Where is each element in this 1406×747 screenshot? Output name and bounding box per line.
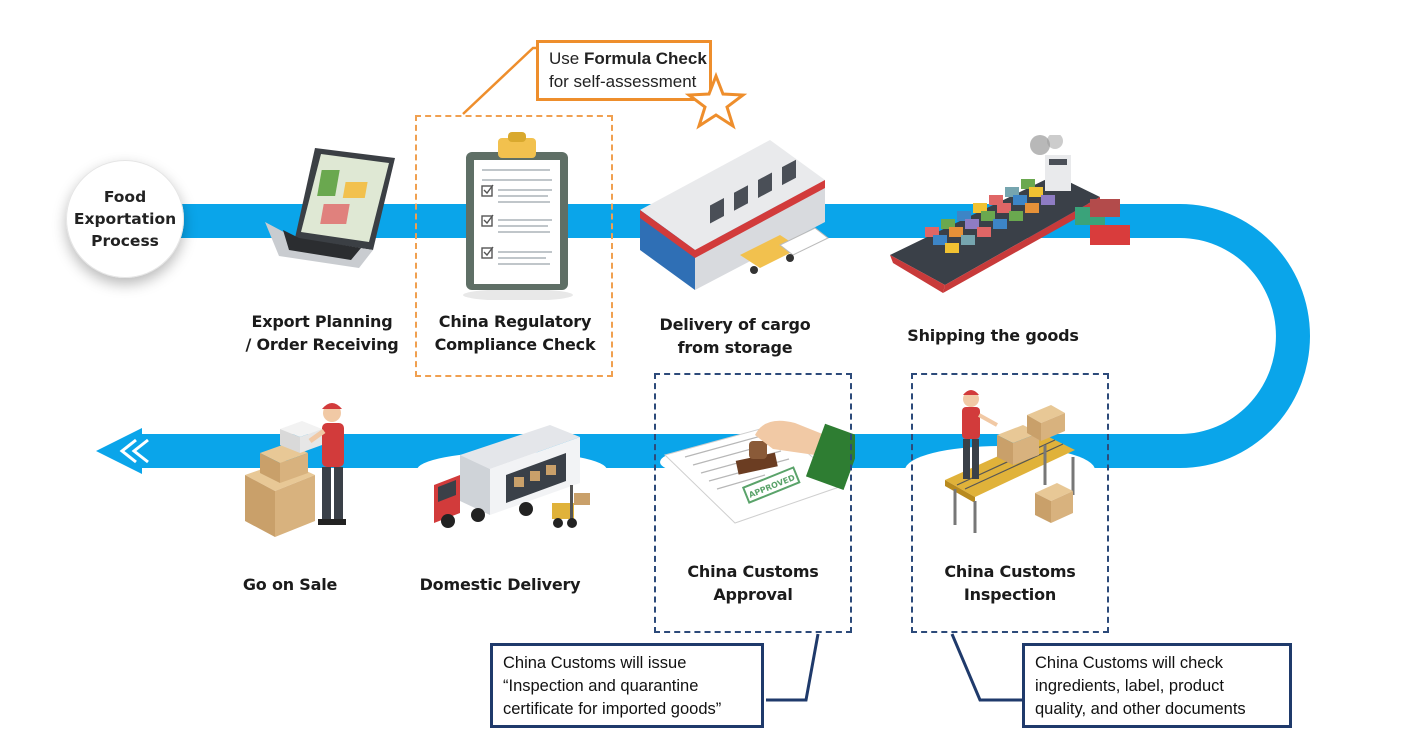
delivery-cargo-line-2: from storage [677, 338, 793, 357]
regulatory-check-line-1: China Regulatory [438, 312, 592, 331]
delivery-cargo-line-1: Delivery of cargo [659, 315, 811, 334]
regulatory-check-line-2: Compliance Check [434, 335, 596, 354]
formula-prefix: Use [549, 49, 584, 68]
start-line-1: Food [103, 188, 147, 206]
inspection-note-line-1: China Customs will check [1035, 654, 1223, 672]
conveyor-inspection-icon [945, 390, 1075, 533]
approval-line-1: China Customs [687, 562, 819, 581]
approval-line-2: Approval [713, 585, 793, 604]
step-label-go-on-sale: Go on Sale [210, 573, 370, 596]
inspection-line-2: Inspection [963, 585, 1057, 604]
step-label-approval: China Customs Approval [655, 560, 851, 606]
step-label-export-planning: Export Planning / Order Receiving [232, 310, 412, 356]
approval-callout-connector [766, 633, 820, 702]
step-label-shipping: Shipping the goods [898, 324, 1088, 347]
stamp-approval-icon: APPROVED [664, 420, 855, 524]
formula-line-2: for self-assessment [549, 72, 697, 91]
warehouse-icon [640, 140, 829, 290]
delivery-man-boxes-icon [245, 403, 346, 537]
approval-step-frame [654, 373, 852, 633]
start-line-2: Exportation [73, 210, 177, 228]
shipping-line-1: Shipping the goods [907, 326, 1079, 345]
step-label-domestic-delivery: Domestic Delivery [405, 573, 595, 596]
start-line-3: Process [91, 232, 159, 250]
inspection-note-line-2: ingredients, label, product [1035, 677, 1224, 695]
formula-check-callout: Use Formula Check for self-assessment [536, 40, 712, 101]
go-on-sale-line-1: Go on Sale [242, 575, 338, 594]
laptop-icon [265, 148, 395, 268]
export-planning-line-1: Export Planning [251, 312, 393, 331]
inspection-note-callout: China Customs will check ingredients, la… [1022, 643, 1292, 728]
step-label-regulatory-check: China Regulatory Compliance Check [420, 310, 610, 356]
regulatory-step-frame [415, 115, 613, 377]
export-planning-line-2: / Order Receiving [245, 335, 399, 354]
truck-forklift-icon [434, 425, 590, 528]
inspection-callout-connector [950, 633, 1024, 702]
clipboard-icon [463, 132, 573, 300]
approval-note-line-2: “Inspection and quarantine [503, 677, 699, 695]
step-label-inspection: China Customs Inspection [912, 560, 1108, 606]
domestic-delivery-line-1: Domestic Delivery [419, 575, 581, 594]
approval-note-line-3: certificate for imported goods” [503, 700, 722, 718]
step-label-delivery-cargo: Delivery of cargo from storage [640, 313, 830, 359]
start-circle: Food Exportation Process [66, 160, 184, 278]
cargo-ship-icon [890, 135, 1130, 293]
inspection-note-line-3: quality, and other documents [1035, 700, 1246, 718]
approval-note-line-1: China Customs will issue [503, 654, 687, 672]
inspection-step-frame [911, 373, 1109, 633]
inspection-line-1: China Customs [944, 562, 1076, 581]
approval-note-callout: China Customs will issue “Inspection and… [490, 643, 764, 728]
formula-bold: Formula Check [583, 49, 707, 68]
star-icon [684, 72, 748, 130]
